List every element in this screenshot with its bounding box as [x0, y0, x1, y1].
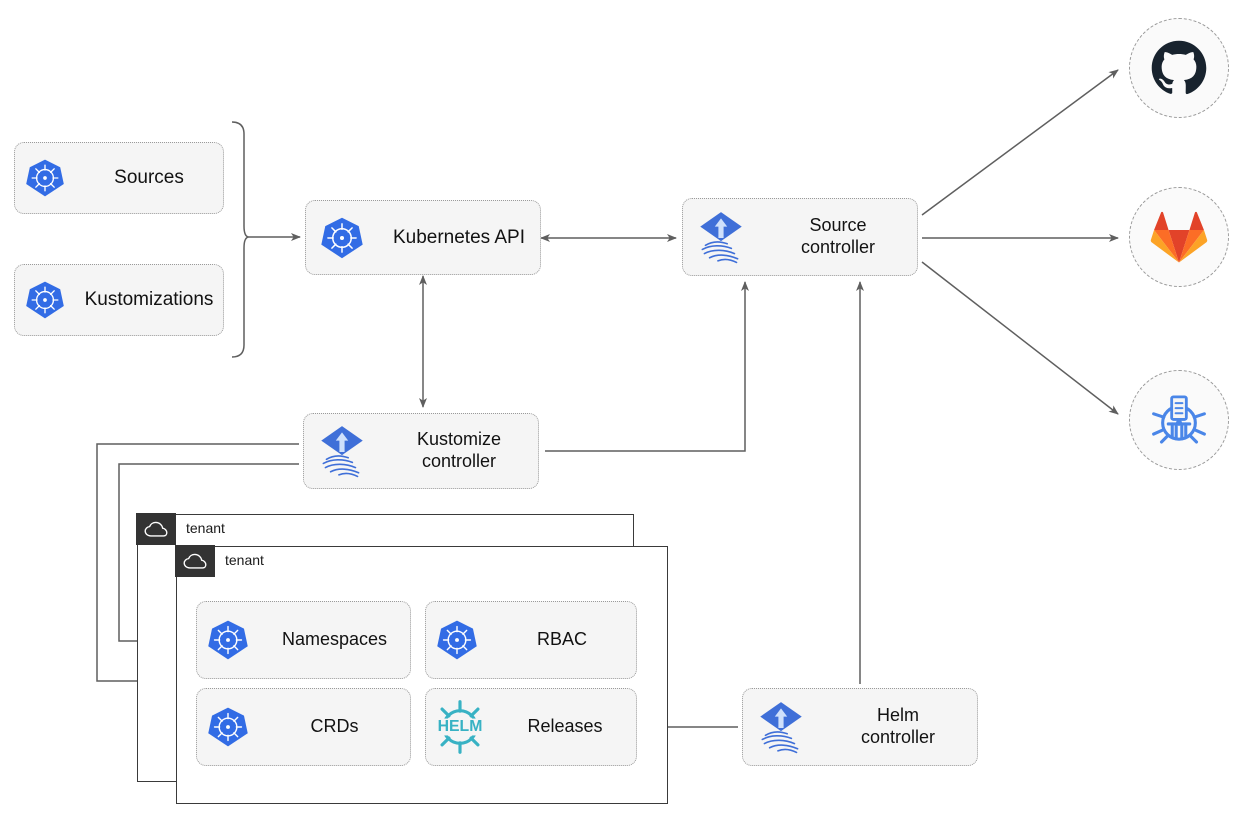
node-helm-controller[interactable]: Helm controller — [742, 688, 978, 766]
node-label: Kustomizations — [84, 289, 214, 311]
github-icon — [1151, 40, 1207, 95]
node-label: Sources — [114, 167, 184, 189]
node-label: Helm controller — [860, 705, 936, 747]
node-label: Releases — [527, 716, 603, 737]
node-kustomize-controller[interactable]: Kustomize controller — [303, 413, 539, 489]
kubernetes-icon — [306, 216, 378, 260]
flux-icon — [743, 699, 819, 755]
remote-source-github[interactable] — [1129, 18, 1229, 118]
flux-icon — [304, 423, 380, 479]
tenant-name: tenant — [186, 520, 225, 536]
node-rbac[interactable]: RBAC — [425, 601, 637, 679]
kubernetes-icon — [426, 619, 488, 661]
remote-source-gitlab[interactable] — [1129, 187, 1229, 287]
node-label: Kubernetes API — [392, 226, 526, 248]
cloud-icon — [175, 545, 216, 578]
edge-bracket — [231, 121, 250, 358]
kubernetes-icon — [197, 706, 259, 748]
node-label: Kustomize controller — [416, 429, 502, 471]
remote-source-helm-repository[interactable] — [1129, 370, 1229, 470]
helm-repository-icon — [1152, 395, 1206, 444]
kubernetes-icon — [197, 619, 259, 661]
cloud-icon — [136, 513, 177, 546]
svg-text:HELM: HELM — [438, 718, 483, 735]
node-sources[interactable]: Sources — [14, 142, 224, 214]
node-namespaces[interactable]: Namespaces — [196, 601, 411, 679]
helm-icon: HELM — [426, 699, 494, 755]
node-label: Source controller — [800, 215, 876, 257]
node-kustomizations[interactable]: Kustomizations — [14, 264, 224, 336]
node-kubernetes-api[interactable]: Kubernetes API — [305, 200, 541, 275]
node-source-controller[interactable]: Source controller — [682, 198, 918, 276]
flux-icon — [683, 209, 759, 265]
kubernetes-icon — [15, 280, 75, 320]
edge-source-to-github — [921, 69, 1119, 216]
node-label: CRDs — [310, 716, 359, 737]
node-label: Namespaces — [281, 629, 388, 650]
tenant-name: tenant — [225, 552, 264, 568]
node-crds[interactable]: CRDs — [196, 688, 411, 766]
node-releases[interactable]: HELM Releases — [425, 688, 637, 766]
gitlab-icon — [1150, 211, 1208, 263]
edge-kustomize-to-source — [545, 281, 749, 452]
node-label: RBAC — [536, 629, 587, 650]
edge-source-to-helmrepo — [921, 261, 1119, 415]
kubernetes-icon — [15, 158, 75, 198]
